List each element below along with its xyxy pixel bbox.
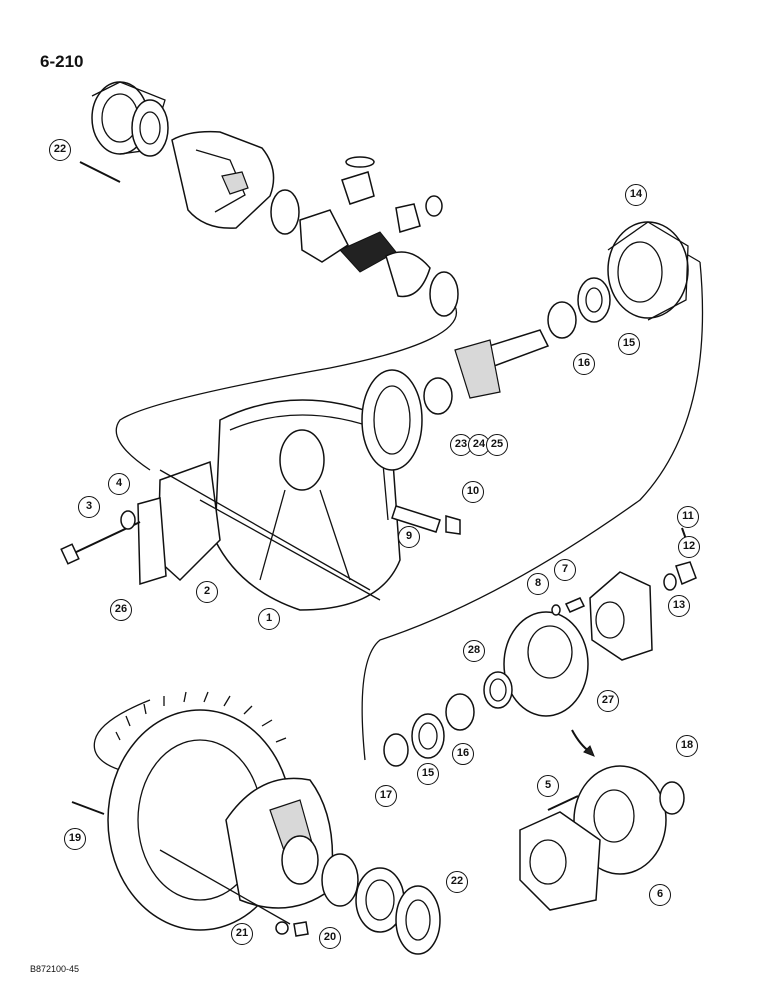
side-gear-right bbox=[385, 251, 431, 298]
figure-code: B872100-45 bbox=[30, 964, 80, 974]
callout-3: 3 bbox=[78, 496, 100, 518]
bearing-cup-pinion bbox=[577, 277, 611, 323]
case-bolt bbox=[79, 161, 121, 183]
alternate-flange-group bbox=[519, 765, 685, 911]
ring-gear-group bbox=[71, 691, 441, 955]
callout-6: 6 bbox=[649, 884, 671, 906]
stud-nut bbox=[445, 515, 461, 535]
flange-seal bbox=[659, 781, 685, 815]
pinion-rear-bearing bbox=[423, 377, 453, 415]
callout-26: 26 bbox=[110, 599, 132, 621]
pinion-washer-top bbox=[345, 156, 375, 168]
callout-group-23-24-25: 23 24 25 bbox=[450, 434, 508, 456]
leader-line-pinion bbox=[361, 261, 704, 761]
page-number: 6-210 bbox=[40, 52, 84, 71]
callout-14: 14 bbox=[625, 184, 647, 206]
differential-housing-group bbox=[60, 369, 461, 611]
spacer-ring bbox=[383, 733, 409, 767]
cap-washer bbox=[120, 510, 136, 530]
callout-15: 15 bbox=[618, 333, 640, 355]
callout-16b: 16 bbox=[452, 743, 474, 765]
callout-8: 8 bbox=[527, 573, 549, 595]
bearing-cone-lower bbox=[445, 693, 475, 731]
callout-22: 22 bbox=[49, 139, 71, 161]
ring-gear-nut bbox=[293, 921, 309, 937]
carrier-washer bbox=[551, 604, 561, 616]
yoke-washer bbox=[663, 573, 677, 591]
flange-hub bbox=[519, 811, 601, 911]
callout-5: 5 bbox=[537, 775, 559, 797]
pinion-gear-right bbox=[395, 203, 421, 233]
callout-11: 11 bbox=[677, 506, 699, 528]
pinion-gear-top bbox=[341, 171, 375, 205]
differential-case-half bbox=[171, 130, 275, 229]
pinion-gear-teeth bbox=[454, 339, 501, 399]
flange-bolt bbox=[547, 795, 579, 811]
callout-9: 9 bbox=[398, 526, 420, 548]
callout-4: 4 bbox=[108, 473, 130, 495]
oil-seal bbox=[483, 671, 513, 709]
differential-case-assembly bbox=[79, 81, 459, 471]
shim bbox=[137, 497, 167, 586]
differential-housing bbox=[214, 399, 401, 611]
pinion-assembly bbox=[361, 221, 704, 761]
callout-25: 25 bbox=[486, 434, 508, 456]
callout-27: 27 bbox=[597, 690, 619, 712]
callout-17: 17 bbox=[375, 785, 397, 807]
adjuster-ring bbox=[395, 885, 441, 955]
thrust-washer-left bbox=[270, 189, 300, 235]
housing-bore bbox=[279, 429, 325, 491]
callout-13: 13 bbox=[668, 595, 690, 617]
callout-28: 28 bbox=[463, 640, 485, 662]
bearing-cone-top bbox=[131, 99, 169, 157]
side-gear-left bbox=[299, 209, 349, 263]
bearing-carrier bbox=[607, 221, 689, 319]
ring-gear-bolt bbox=[71, 801, 105, 815]
seal-carrier bbox=[503, 611, 589, 717]
callout-21: 21 bbox=[231, 923, 253, 945]
bearing-cone-case bbox=[321, 853, 359, 907]
yoke-nut bbox=[675, 561, 697, 586]
housing-flange-gasket bbox=[361, 369, 423, 471]
leader-line-case bbox=[115, 305, 458, 471]
yoke-group bbox=[383, 527, 697, 767]
callout-7: 7 bbox=[554, 559, 576, 581]
thrust-washer-right bbox=[429, 271, 459, 317]
callout-15b: 15 bbox=[417, 763, 439, 785]
callout-20: 20 bbox=[319, 927, 341, 949]
leader-line-ring bbox=[93, 699, 151, 771]
yoke bbox=[589, 571, 653, 661]
callout-16: 16 bbox=[573, 353, 595, 375]
housing-stud bbox=[391, 505, 441, 533]
callout-19: 19 bbox=[64, 828, 86, 850]
callout-18: 18 bbox=[676, 735, 698, 757]
callout-2: 2 bbox=[196, 581, 218, 603]
callout-12: 12 bbox=[678, 536, 700, 558]
bearing-cone-pinion bbox=[547, 301, 577, 339]
callout-22b: 22 bbox=[446, 871, 468, 893]
carrier-bolt bbox=[564, 597, 586, 613]
callout-10: 10 bbox=[462, 481, 484, 503]
callout-1: 1 bbox=[258, 608, 280, 630]
ring-gear-washer bbox=[275, 921, 289, 935]
bearing-cup-lower bbox=[411, 713, 445, 759]
differential-spider bbox=[339, 231, 397, 273]
bearing-cap bbox=[157, 460, 221, 582]
